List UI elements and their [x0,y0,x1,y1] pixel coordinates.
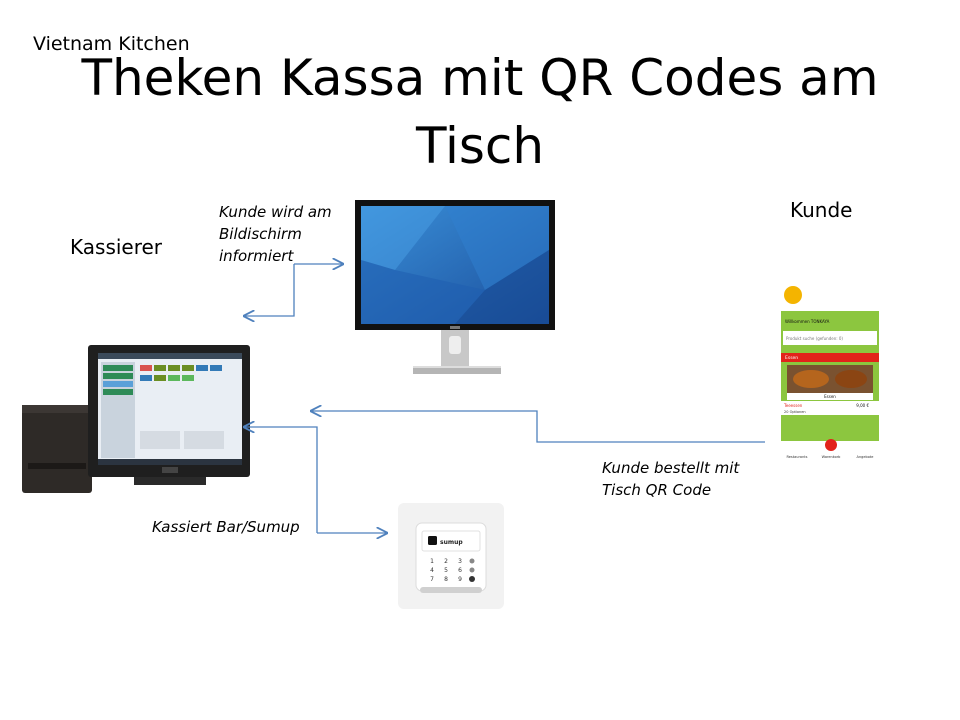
arrow-payment-to-pos [243,427,318,533]
screen-info-note: Kunde wird am Bildischirm informiert [219,201,332,267]
note-line: Tisch QR Code [602,481,712,499]
arrow-to-cashier [243,264,295,316]
svg-text:6: 6 [458,567,462,574]
customer-label: Kunde [790,198,853,222]
note-line: Kunde wird am [219,203,332,221]
phone-item-price: 9,00 € [856,403,869,408]
note-line: Kunde bestellt mit [602,459,740,477]
phone-item-sub: 20 Optionen [784,410,806,414]
brand-label: Vietnam Kitchen [33,33,190,55]
pos-terminal-image [22,345,250,493]
phone-tab-label: Angebote [857,455,874,459]
note-line: informiert [219,247,294,265]
phone-tab-label: Restaurants [787,455,808,459]
svg-text:9: 9 [458,576,462,583]
phone-item-name: Teeessen [783,403,803,408]
card-terminal-image: sumup 1 2 3 4 5 6 7 8 9 [398,503,504,609]
note-line: Bildischirm [219,225,302,243]
svg-text:5: 5 [444,567,448,574]
svg-text:8: 8 [444,576,448,583]
svg-text:7: 7 [430,576,434,583]
phone-header-text: Willkommen TONKAYA [785,319,830,324]
monitor-image [355,200,555,374]
phone-banner-text: Essen [785,355,798,361]
page-title: Theken Kassa mit QR Codes am Tisch [81,49,879,175]
order-qr-note: Kunde bestellt mit Tisch QR Code [602,457,739,501]
arrow-order-to-pos [310,411,765,443]
svg-text:3: 3 [458,558,462,565]
phone-search-text: Produkt suche (gefunden: 0) [786,336,843,341]
cashier-label: Kassierer [70,235,163,259]
phone-screen-image: Willkommen TONKAYA Produkt suche (gefund… [781,283,879,461]
terminal-brand: sumup [440,539,463,546]
svg-text:2: 2 [444,558,448,565]
payment-note: Kassiert Bar/Sumup [152,518,300,536]
phone-category-text: Essen [824,394,836,399]
svg-text:1: 1 [430,558,434,565]
phone-tab-label: Warenkorb [822,455,842,459]
svg-text:4: 4 [430,567,434,574]
